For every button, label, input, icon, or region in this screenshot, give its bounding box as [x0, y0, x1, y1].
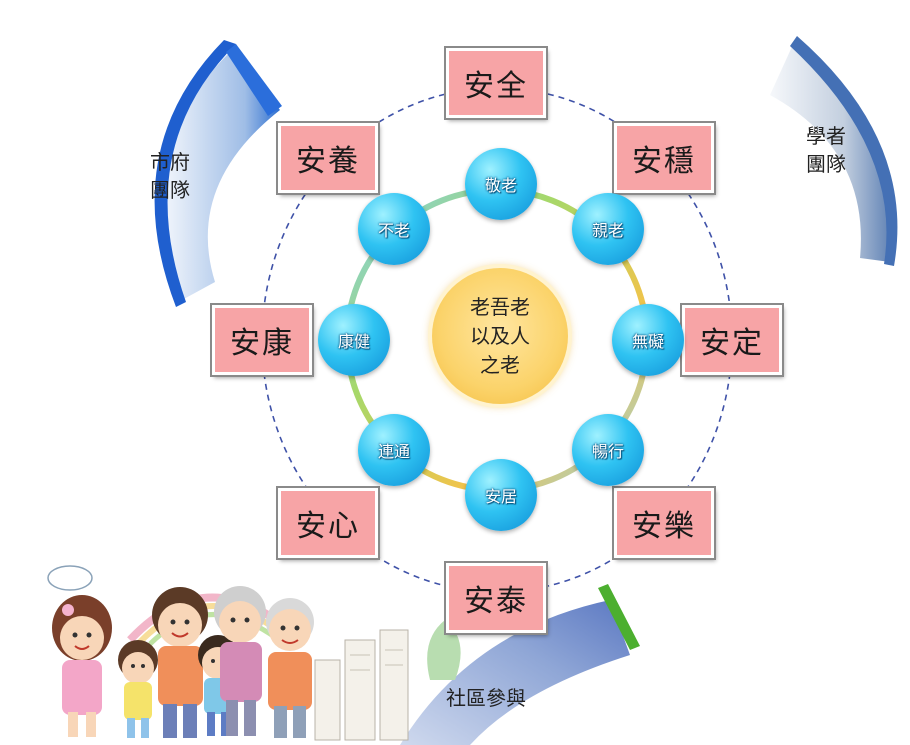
city-team-arc-edge	[154, 40, 236, 307]
outer-box-anwen: 安穩	[612, 121, 716, 195]
bubble-liantong: 連通	[358, 414, 430, 486]
bubble-qinlao: 親老	[572, 193, 644, 265]
outer-box-anxin: 安心	[276, 486, 380, 560]
outer-box-anquan: 安全	[444, 46, 548, 120]
center-circle: 老吾老 以及人 之老	[432, 268, 568, 404]
city-team-arc	[163, 50, 280, 300]
city-team-label: 市府 團隊	[150, 148, 190, 204]
scholar-team-arc	[770, 40, 893, 262]
city-team-line-1: 市府	[150, 150, 190, 174]
tree	[427, 620, 461, 680]
bubble-wuai: 無礙	[612, 304, 684, 376]
bubble-changxing: 暢行	[572, 414, 644, 486]
center-line-3: 之老	[480, 352, 520, 377]
bubble-anju: 安居	[465, 459, 537, 531]
outer-box-anyang: 安養	[276, 121, 380, 195]
scholar-team-line-2: 團隊	[806, 152, 846, 176]
outer-box-ankang: 安康	[210, 303, 314, 377]
community-team-label: 社區參與	[446, 686, 526, 710]
city-team-arc-cap	[226, 44, 282, 116]
scholar-team-line-1: 學者	[806, 124, 846, 148]
center-line-2: 以及人	[470, 323, 530, 348]
buildings	[314, 629, 409, 741]
outer-box-antai: 安泰	[444, 561, 548, 635]
center-line-1: 老吾老	[470, 294, 530, 319]
scholar-team-arc-edge	[790, 36, 898, 266]
outer-box-anding: 安定	[680, 303, 784, 377]
cloud	[47, 565, 93, 591]
city-team-line-2: 團隊	[150, 178, 190, 202]
community-team-arc-edge	[598, 584, 640, 650]
scholar-team-label: 學者 團隊	[806, 122, 846, 178]
outer-box-anle: 安樂	[612, 486, 716, 560]
bubble-kangjian: 康健	[318, 304, 390, 376]
community-team-arc	[400, 600, 630, 745]
family-illustration	[52, 586, 314, 738]
bubble-jinglao: 敬老	[465, 148, 537, 220]
bubble-bulao: 不老	[358, 193, 430, 265]
